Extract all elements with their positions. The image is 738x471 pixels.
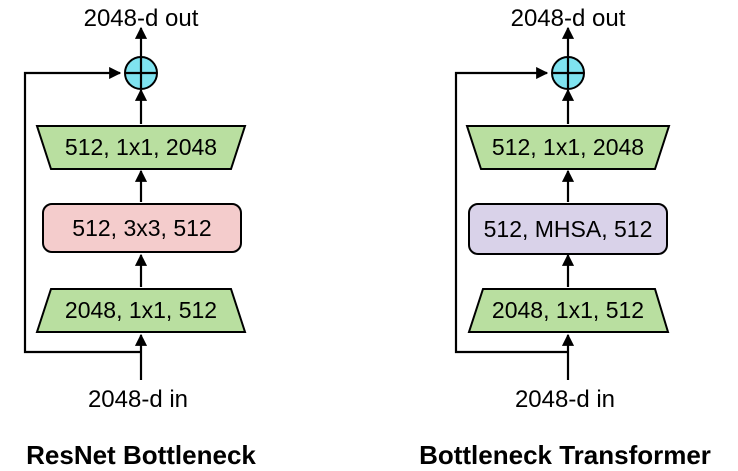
conv3x3-block — [42, 203, 242, 253]
conv1x1-expand-block — [35, 125, 247, 170]
mhsa-block — [468, 203, 668, 255]
conv1x1-expand-label: 512, 1x1, 2048 — [65, 134, 217, 160]
input-label: 2048-d in — [88, 386, 188, 413]
resnet-bottleneck-diagram: 512, 1x1, 2048 512, 3x3, 512 2048, 1x1, … — [23, 5, 256, 470]
output-label: 2048-d out — [511, 5, 626, 32]
resnet-caption: ResNet Bottleneck — [26, 440, 256, 470]
skip-connection-arrow — [23, 66, 141, 354]
conv1x1-expand-block — [465, 125, 671, 170]
conv1x1-reduce-block — [467, 288, 670, 333]
bot-caption: Bottleneck Transformer — [419, 440, 711, 470]
conv1x1-reduce-block — [35, 288, 247, 333]
conv1x1-reduce-label: 2048, 1x1, 512 — [65, 297, 217, 323]
conv1x1-expand-label: 512, 1x1, 2048 — [492, 134, 644, 160]
output-label: 2048-d out — [84, 5, 199, 32]
skip-connection-arrow — [454, 66, 568, 354]
bottleneck-transformer-diagram: 512, 1x1, 2048 512, MHSA, 512 2048, 1x1,… — [419, 5, 711, 470]
conv1x1-reduce-label: 2048, 1x1, 512 — [492, 297, 644, 323]
mhsa-label: 512, MHSA, 512 — [484, 216, 653, 242]
input-label: 2048-d in — [515, 386, 615, 413]
conv3x3-label: 512, 3x3, 512 — [72, 215, 211, 241]
